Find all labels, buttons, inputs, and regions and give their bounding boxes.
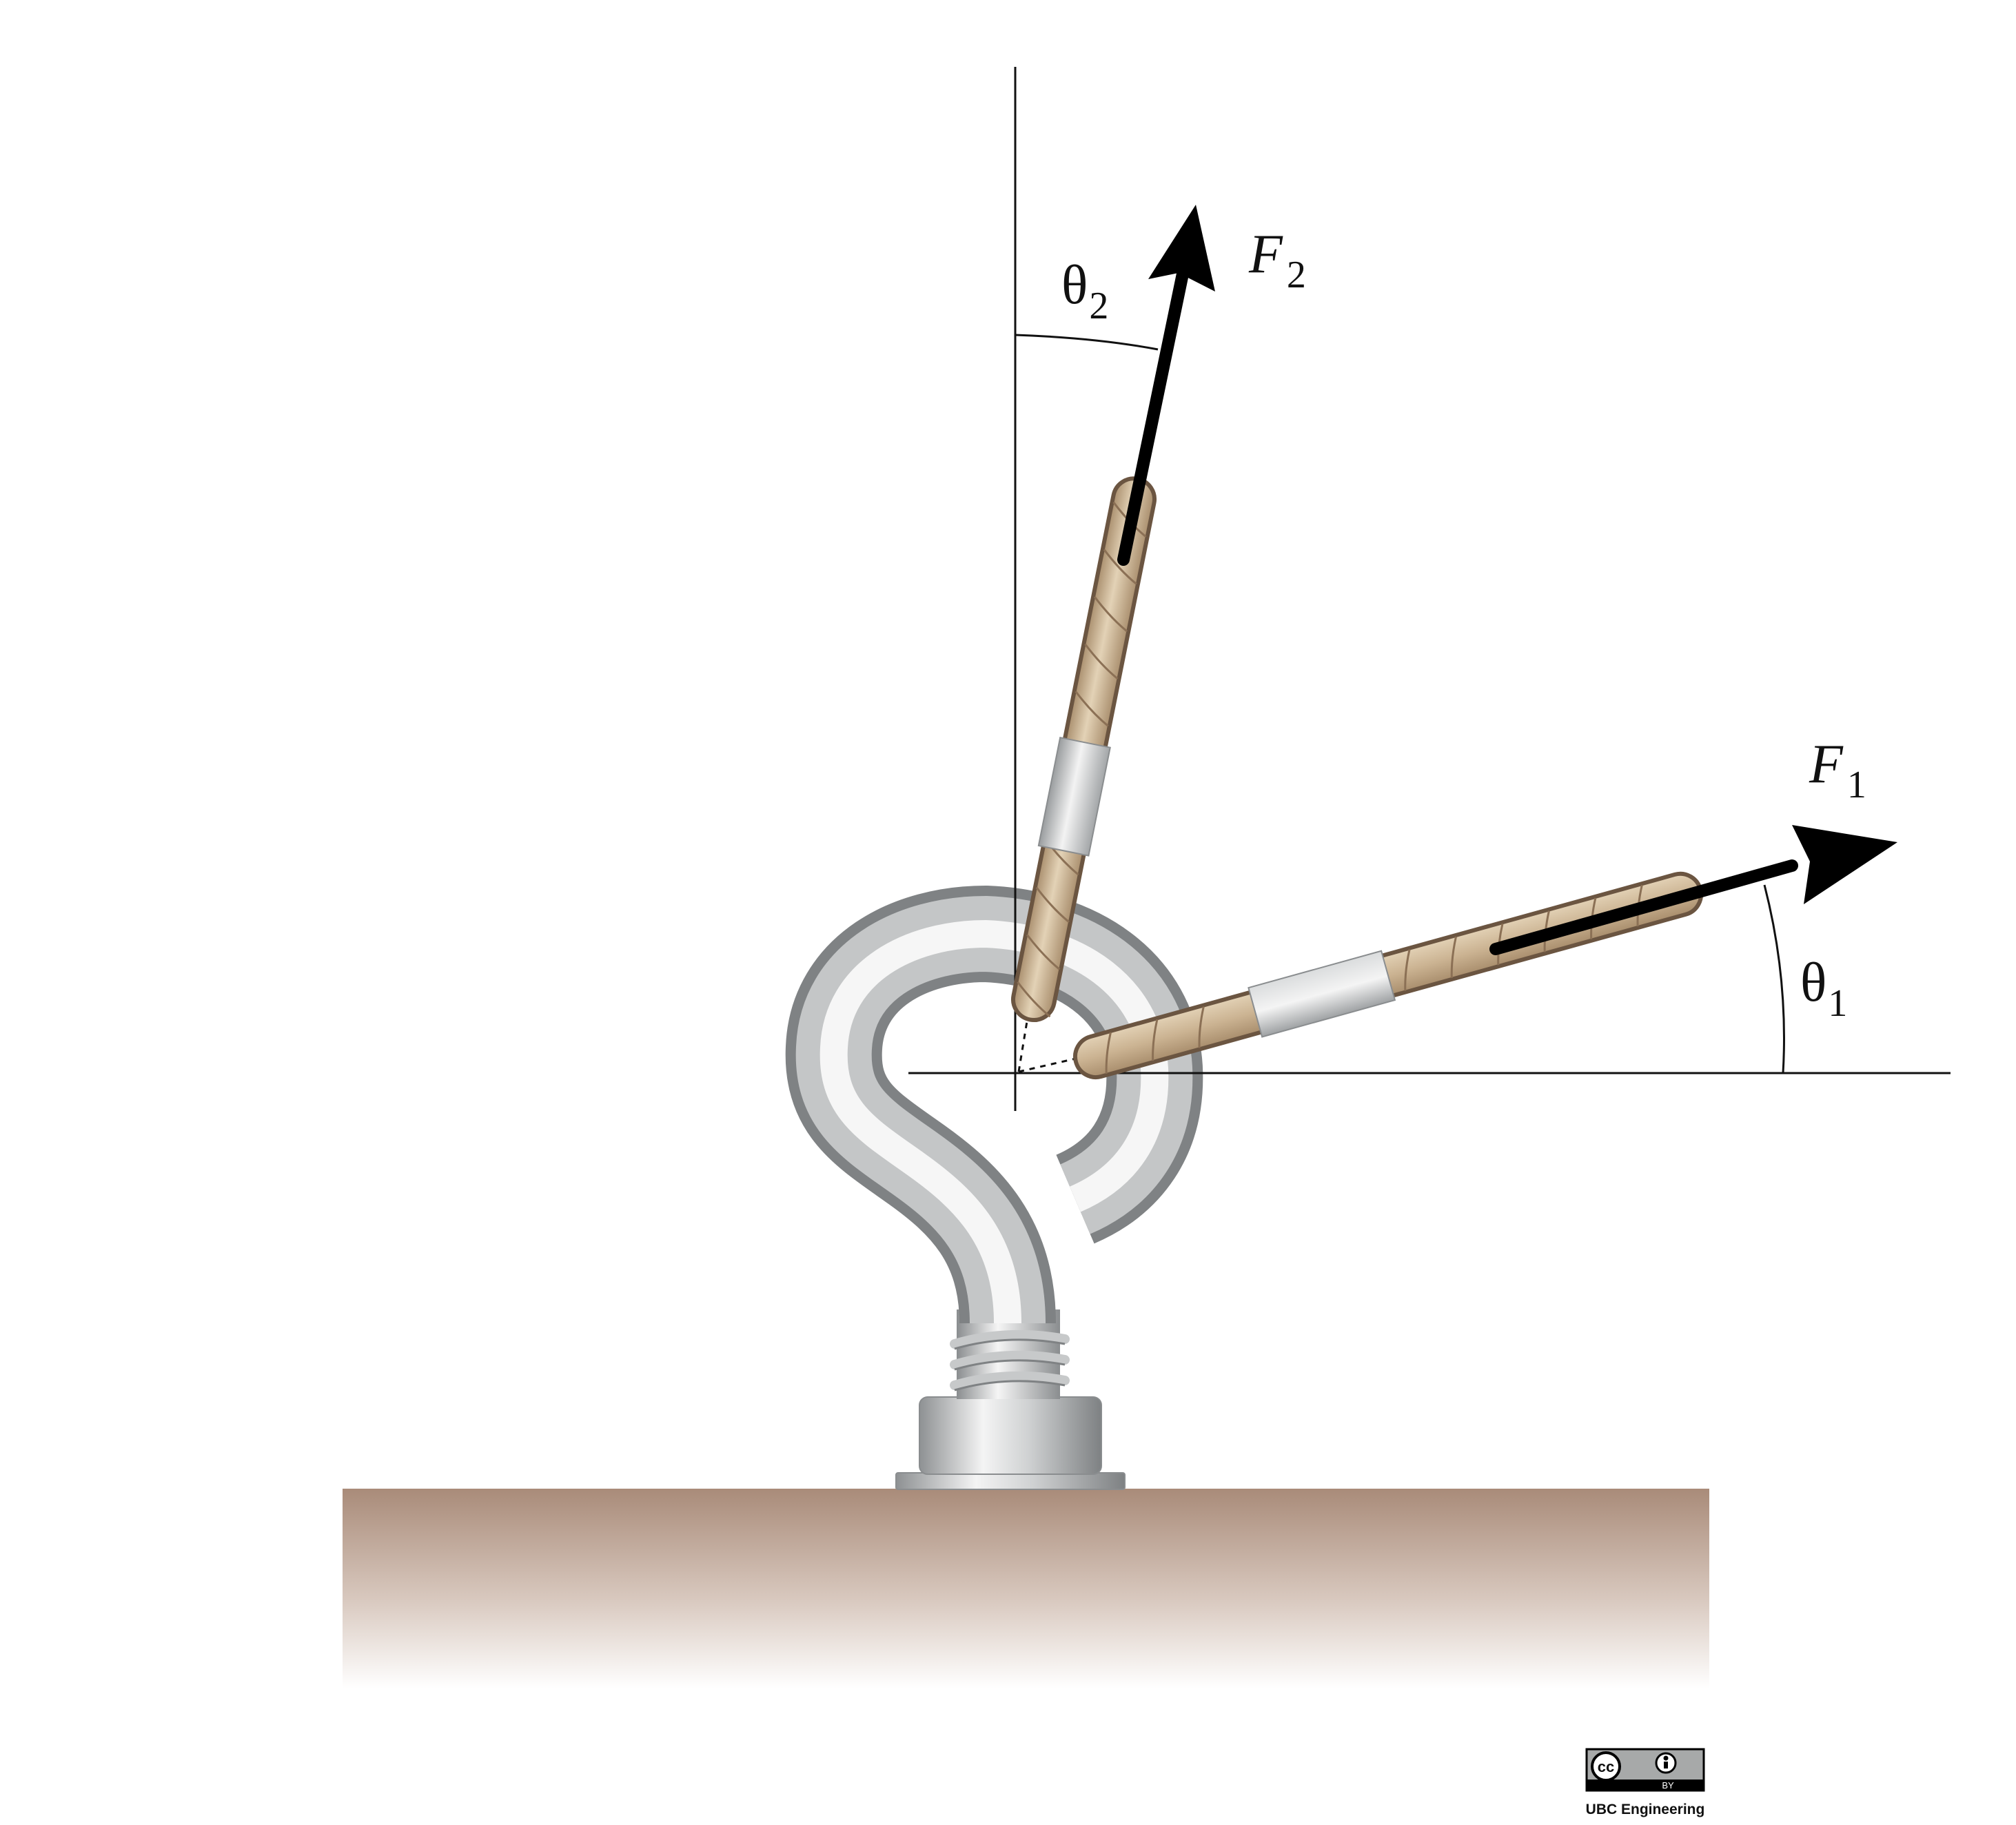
label-theta1: θ1 (1800, 952, 1847, 1025)
cc-icon (1591, 1751, 1621, 1782)
rope-2-sleeve (1037, 736, 1111, 857)
label-theta2-subscript: 2 (1089, 285, 1108, 327)
cc-by-license-badge: cc BY UBC Engineering (1585, 1748, 1705, 1817)
label-theta2-symbol: θ (1061, 255, 1088, 316)
hook-nut (919, 1396, 1102, 1475)
label-f2-symbol: F (1248, 224, 1283, 285)
force-arrow-f2 (1117, 205, 1215, 566)
hook-threads (950, 1329, 1070, 1390)
cc-mark: cc (1598, 1758, 1614, 1775)
angle-arc-theta2 (1015, 334, 1159, 351)
ground-block (343, 1489, 1709, 1689)
by-mark: BY (1662, 1780, 1674, 1791)
hook-base-plate (895, 1472, 1126, 1490)
label-theta1-symbol: θ (1800, 952, 1826, 1013)
label-f2-subscript: 2 (1287, 254, 1306, 296)
label-f1-symbol: F (1809, 734, 1844, 795)
label-theta2: θ2 (1061, 255, 1108, 327)
label-f1-subscript: 1 (1847, 764, 1866, 806)
rope-1-sleeve (1248, 950, 1396, 1038)
eye-hook (785, 885, 1203, 1325)
angle-arc-theta1 (1763, 884, 1785, 1074)
attribution-text: UBC Engineering (1586, 1802, 1705, 1817)
label-theta1-subscript: 1 (1828, 982, 1847, 1025)
force-arrow-f1 (1489, 825, 1897, 955)
concurrency-dotted-lines (1017, 1012, 1079, 1073)
